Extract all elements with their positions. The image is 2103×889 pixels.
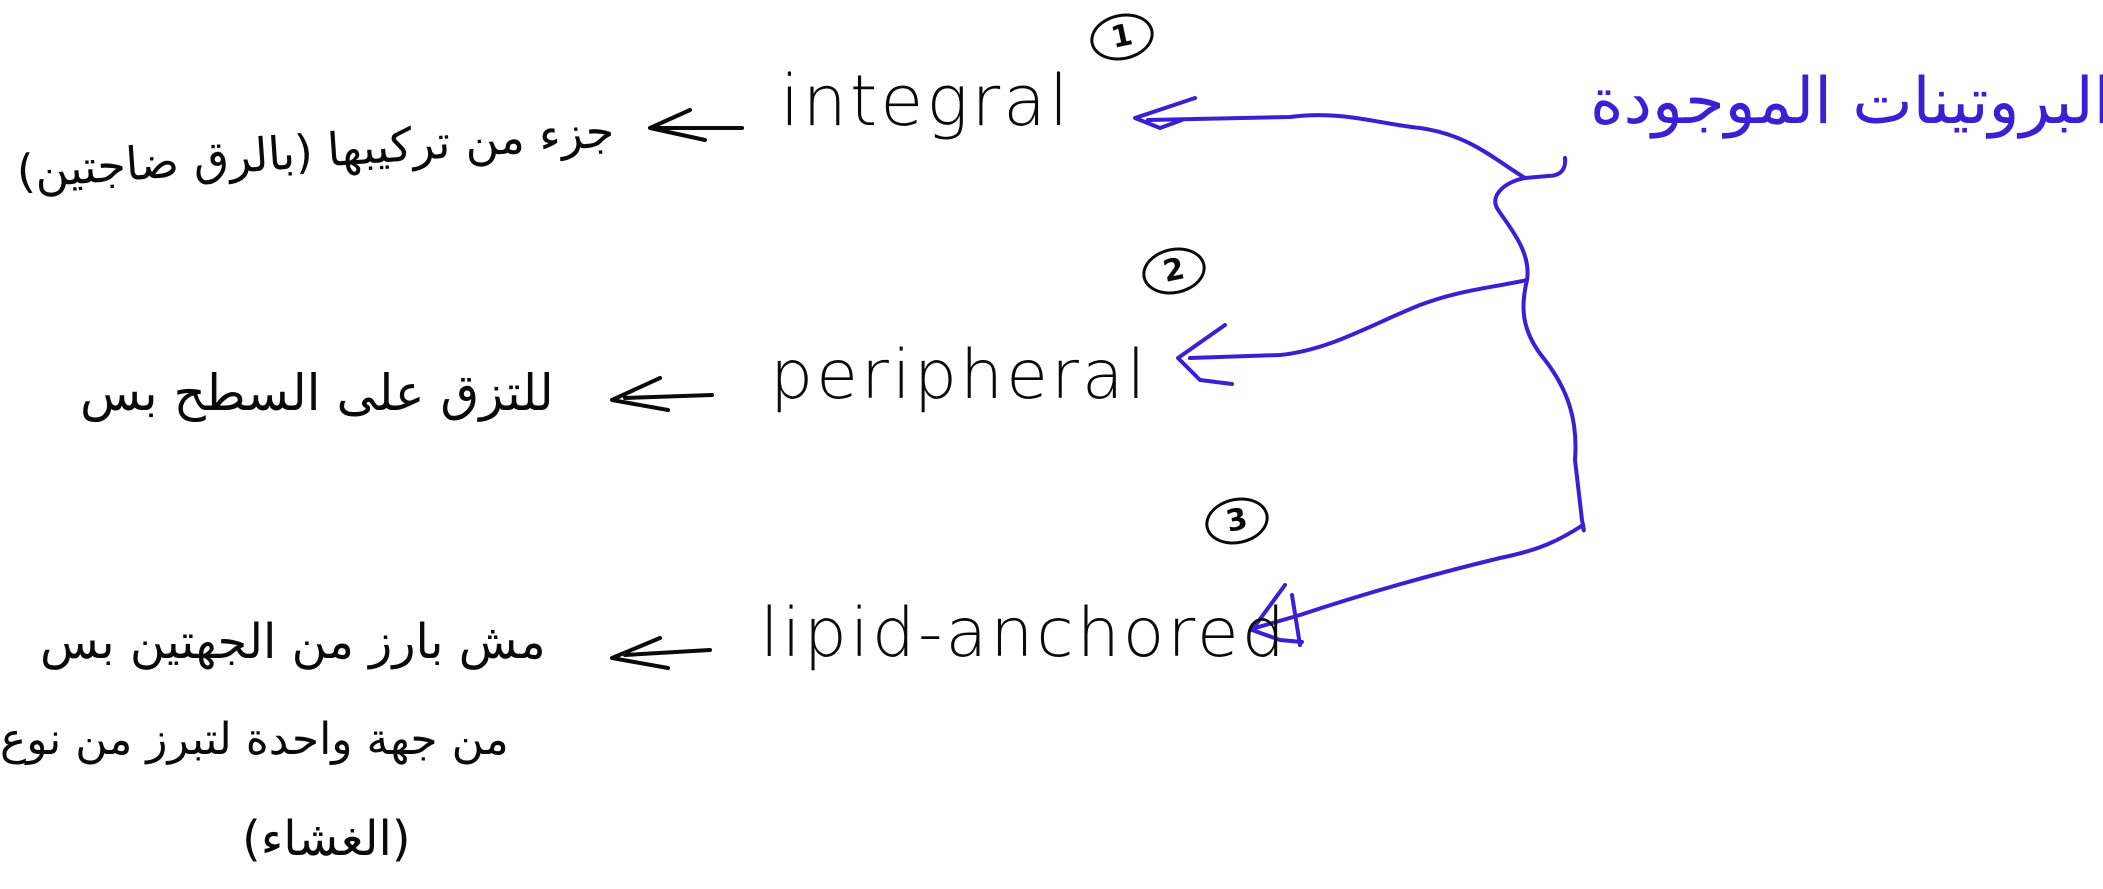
- item-description-lipid: مش بارز من الجهتين بس: [40, 614, 546, 670]
- item-type-peripheral: peripheral: [770, 336, 1149, 415]
- heading-text: البروتينات الموجودة: [1590, 65, 2103, 139]
- item-description-lipid-end: (الغشاء): [242, 811, 411, 867]
- item-description-lipid-continued: من جهة واحدة لتبرز من نوع: [0, 714, 509, 765]
- blue-branch-peripheral: [1188, 278, 1529, 360]
- blue-arrowhead-integral: [1133, 96, 1197, 130]
- item-description-peripheral: للتزق على السطح بس: [80, 364, 554, 422]
- blue-branch-integral: [1146, 113, 1527, 180]
- blue-branch-lipid: [1253, 523, 1585, 630]
- black-arrow-lipid: [610, 636, 712, 670]
- black-arrow-integral: [648, 108, 744, 142]
- black-arrow-peripheral: [610, 376, 714, 412]
- blue-brace-stroke: [1493, 156, 1586, 533]
- item-type-integral: integral: [780, 60, 1072, 142]
- item-type-lipid-anchored: lipid-anchored: [760, 594, 1288, 673]
- blue-arrowhead-lipid: [1250, 583, 1304, 647]
- blue-arrowhead-peripheral: [1176, 323, 1234, 386]
